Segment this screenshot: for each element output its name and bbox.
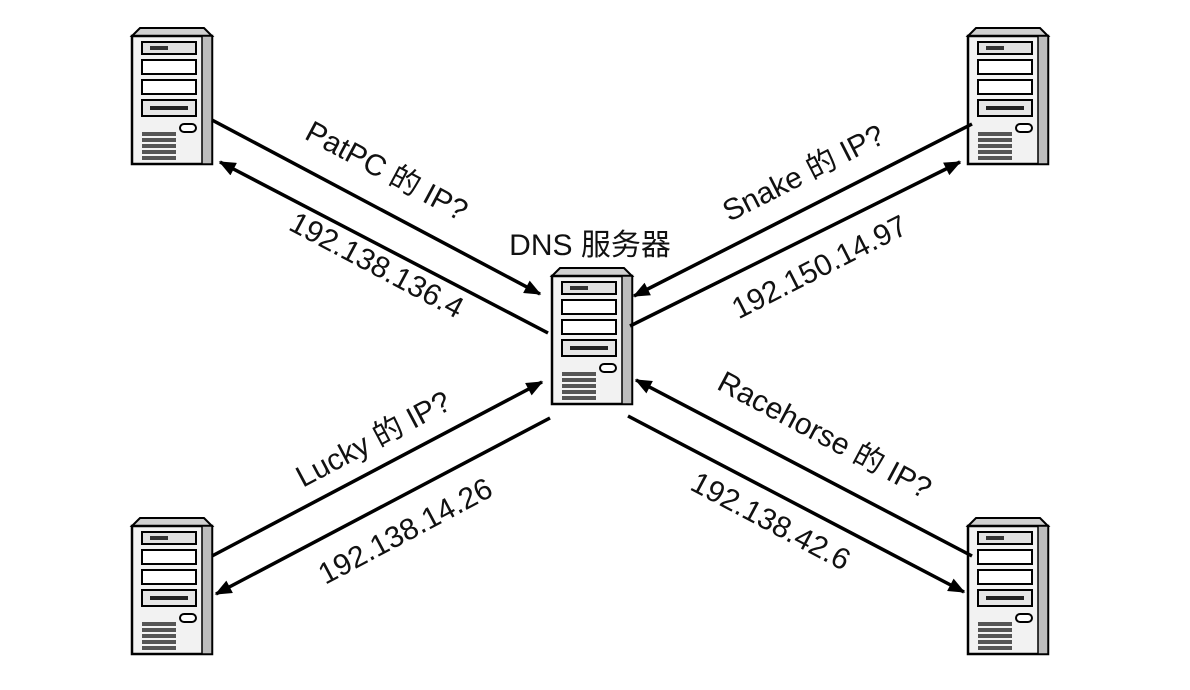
response-label-top-right: 192.150.14.97 [727,209,913,326]
response-arrow-top-right [629,160,962,328]
query-arrow-top-left [211,118,542,296]
response-arrow-bottom-right [627,414,966,594]
query-label-top-right: Snake 的 IP? [717,119,889,229]
query-arrow-bottom-right [634,378,973,558]
bottom-right-computer-icon [966,516,1050,656]
top-right-computer-icon [966,26,1050,166]
response-arrow-bottom-left [214,416,551,596]
bottom-left-computer-icon [130,516,214,656]
top-left-computer-icon [130,26,214,166]
response-arrow-top-left [218,160,549,335]
response-label-top-left: 192.138.136.4 [284,206,469,325]
dns-server-icon [550,266,634,406]
query-arrow-top-right [632,122,973,298]
dns-server-label: DNS 服务器 [509,229,671,262]
query-arrow-bottom-left [211,380,544,558]
